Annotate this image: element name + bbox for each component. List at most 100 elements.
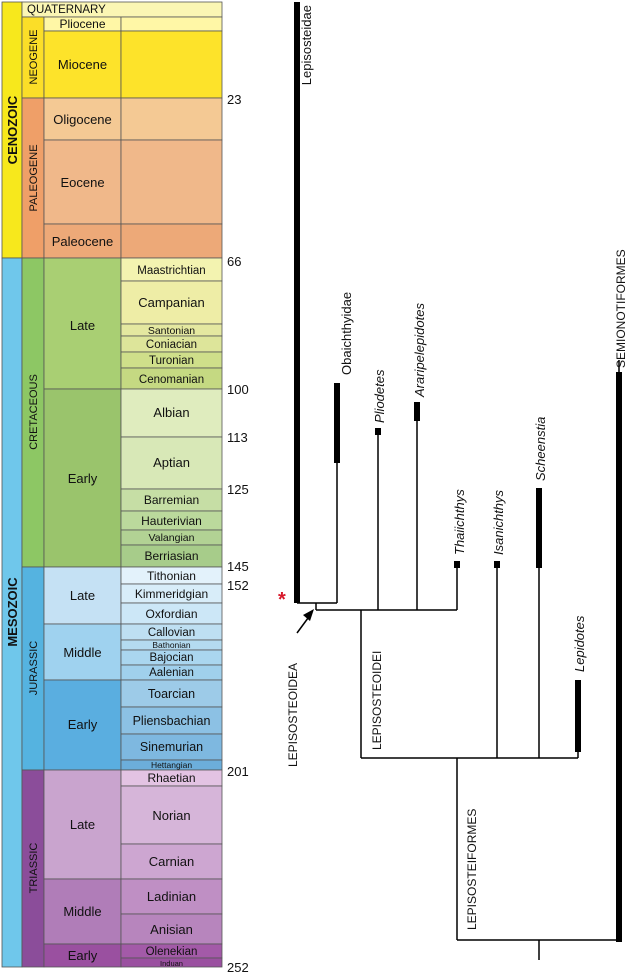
period-label-quaternary: QUATERNARY <box>27 4 106 16</box>
epoch-box <box>43 139 122 225</box>
period-label-paleogene: PALEOGENE <box>28 144 40 211</box>
taxon-label-isanichthys: Isanichthys <box>491 489 506 555</box>
stage-label: Callovian <box>148 627 195 639</box>
range-bar-thaiichthys <box>454 561 460 568</box>
period-label-jurassic: JURASSIC <box>28 641 40 695</box>
taxon-label-semionotiformes: SEMIONOTIFORMES <box>614 249 625 368</box>
epoch-box <box>43 223 122 259</box>
stage-box <box>120 30 223 99</box>
stage-label: Sinemurian <box>140 740 203 754</box>
stage-label: Aalenian <box>149 667 194 679</box>
stage-label: Albian <box>153 405 189 420</box>
epoch-label: Oligocene <box>53 112 112 127</box>
stage-label: Pliensbachian <box>133 714 211 728</box>
epoch-label: Early <box>68 717 98 732</box>
epoch-label: Late <box>70 817 95 832</box>
stage-label: Olenekian <box>146 946 198 958</box>
stage-label: Rhaetian <box>147 771 195 785</box>
age-label: 152 <box>227 578 249 593</box>
age-label: 66 <box>227 254 241 269</box>
tree-branches <box>297 360 620 960</box>
stage-label: Tithonian <box>147 569 196 583</box>
stage-box <box>120 843 223 880</box>
stage-label: Oxfordian <box>145 607 197 621</box>
epoch-label: Paleocene <box>52 234 113 249</box>
stage-box <box>120 957 223 968</box>
stage-label: Induan <box>160 959 183 968</box>
epoch-label: Late <box>70 318 95 333</box>
epoch-label: Early <box>68 471 98 486</box>
range-bar-pliodetes <box>375 428 381 435</box>
epoch-box <box>43 566 122 625</box>
stage-box <box>120 97 223 141</box>
taxon-label-scheenstia: Scheenstia <box>533 417 548 481</box>
stage-box <box>120 679 223 708</box>
arrow-icon <box>296 609 314 634</box>
epoch-box <box>43 388 122 568</box>
age-label: 201 <box>227 764 249 779</box>
era-label-cenozoic: CENOZOIC <box>5 95 20 164</box>
epoch-label: Early <box>68 948 98 963</box>
stage-label: Toarcian <box>148 687 195 701</box>
stage-label: Carnian <box>149 854 195 869</box>
period-label-neogene: NEOGENE <box>28 29 40 84</box>
epoch-column: Pliocene Miocene Oligocene Eocene Paleoc… <box>43 16 122 968</box>
stage-label: Bajocian <box>149 652 193 664</box>
epoch-label: Late <box>70 588 95 603</box>
range-bar-semionotiformes <box>616 372 622 942</box>
taxon-label-thaiichthys: Thaiichthys <box>452 489 467 555</box>
epoch-label: Eocene <box>60 175 104 190</box>
period-label-cretaceous: CRETACEOUS <box>28 374 40 450</box>
range-bar-isanichthys <box>494 561 500 568</box>
stage-box <box>120 436 223 490</box>
stage-label: Coniacian <box>146 339 197 351</box>
stage-box <box>120 913 223 945</box>
stage-column: Maastrichtian Campanian Santonian Coniac… <box>120 16 223 968</box>
stage-box <box>120 280 223 325</box>
epoch-box <box>43 679 122 771</box>
stage-label: Hauterivian <box>141 514 202 528</box>
period-label-triassic: TRIASSIC <box>28 843 40 894</box>
clade-label-lepisosteoidei: LEPISOSTEOIDEI <box>370 651 384 750</box>
stage-label: Bathonian <box>152 640 191 650</box>
epoch-label: Pliocene <box>59 17 105 31</box>
age-label: 145 <box>227 559 249 574</box>
range-bars <box>294 2 622 942</box>
asterisk-marker: * <box>278 589 286 611</box>
stage-label: Turonian <box>149 355 194 367</box>
age-labels: 23 66 100 113 125 145 152 201 252 <box>227 92 249 975</box>
stage-label: Campanian <box>138 295 205 310</box>
epoch-box <box>43 257 122 390</box>
stage-label: Ladinian <box>147 889 196 904</box>
stage-box <box>120 223 223 259</box>
range-bar-obaichthyidae <box>334 383 340 463</box>
stage-box <box>120 139 223 225</box>
age-label: 100 <box>227 382 249 397</box>
range-bar-lepidotes <box>575 680 581 752</box>
age-label: 252 <box>227 960 249 975</box>
stage-label: Aptian <box>153 455 190 470</box>
stage-box <box>120 878 223 915</box>
epoch-box <box>43 623 122 681</box>
stage-box <box>120 16 223 32</box>
age-label: 125 <box>227 482 249 497</box>
clade-label-lepisosteoidea: LEPISOSTEOIDEA <box>286 663 300 767</box>
stage-label: Cenomanian <box>139 374 204 386</box>
stage-label: Hettangian <box>151 760 192 770</box>
stage-label: Kimmeridgian <box>135 587 208 601</box>
taxon-label-lepidotes: Lepidotes <box>572 615 587 672</box>
timescale: CENOZOIC MESOZOIC QUATERNARY NEOGENE PAL… <box>1 1 249 975</box>
epoch-label: Miocene <box>58 57 107 72</box>
stage-label: Santonian <box>148 325 195 337</box>
stage-label: Maastrichtian <box>137 265 205 277</box>
clade-labels: LEPISOSTEOIDEA LEPISOSTEOIDEI LEPISOSTEI… <box>286 651 479 930</box>
taxon-label-obaichthyidae: Obaichthyidae <box>339 292 354 375</box>
stage-box <box>120 733 223 761</box>
range-bar-lepisosteidae <box>294 2 300 603</box>
range-bar-scheenstia <box>536 488 542 568</box>
epoch-label: Middle <box>63 904 101 919</box>
range-bar-araripelepidotes <box>414 402 420 421</box>
phylogeny <box>294 2 622 960</box>
stage-box <box>120 388 223 438</box>
